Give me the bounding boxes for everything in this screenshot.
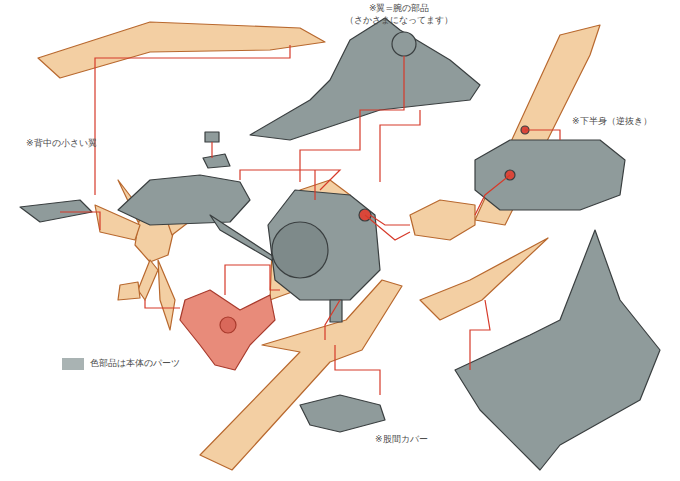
note-label: ※股間カバー	[375, 434, 428, 446]
legend-row: 色部品は本体のパーツ	[62, 357, 180, 370]
legend-swatch	[62, 358, 84, 370]
legend-text: 色部品は本体のパーツ	[90, 357, 180, 370]
note-label: ※翼=腕の部品 （さかさまになってます）	[338, 3, 460, 26]
note-label: ※背中の小さい翼	[26, 138, 97, 150]
note-label: ※下半身（逆抜き）	[572, 116, 652, 128]
